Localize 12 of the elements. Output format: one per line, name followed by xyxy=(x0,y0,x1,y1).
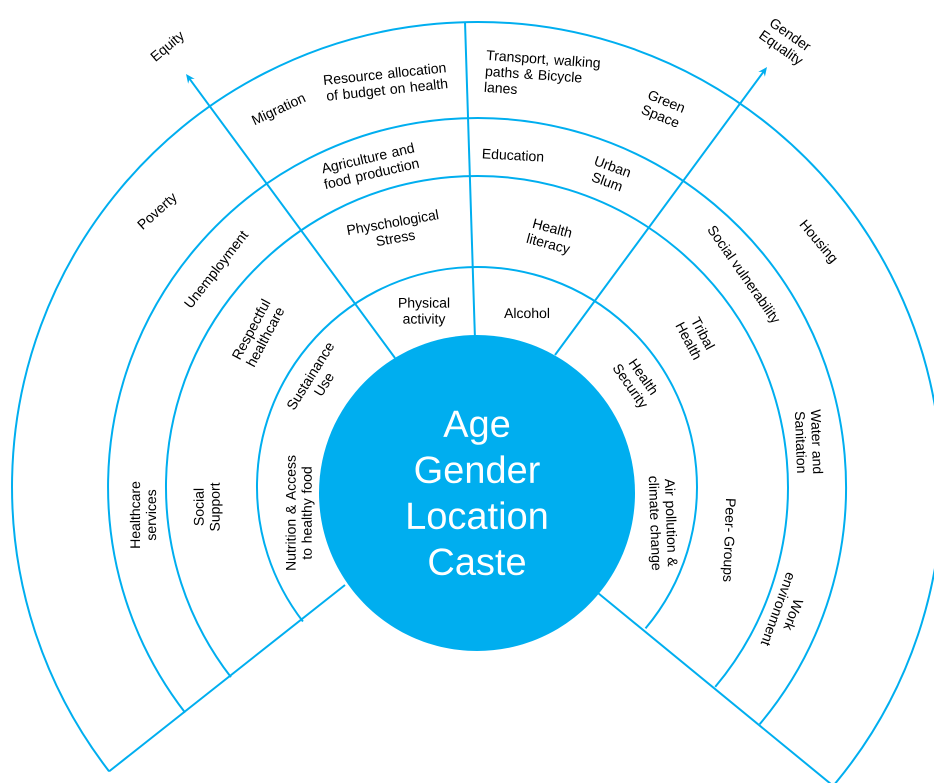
segment-label: Water and Sanitation xyxy=(794,409,824,474)
segment-label: Alcohol xyxy=(504,308,550,318)
segment-label: Air pollution & climate change xyxy=(648,476,678,570)
segment-label: Transport, walking paths & Bicycle lanes xyxy=(484,50,600,94)
segment-label: Resource allocation of budget on health xyxy=(324,64,448,101)
segment-label: Healthcare services xyxy=(130,482,156,548)
segment-label: Urban Slum xyxy=(592,156,630,192)
segment-label: Social Support xyxy=(193,482,223,531)
segment-label: Green Space xyxy=(642,90,684,128)
segment-label: Peer- Groups xyxy=(720,499,736,582)
segment-label: Health literacy xyxy=(526,218,572,256)
segment-label: Education xyxy=(482,148,544,162)
